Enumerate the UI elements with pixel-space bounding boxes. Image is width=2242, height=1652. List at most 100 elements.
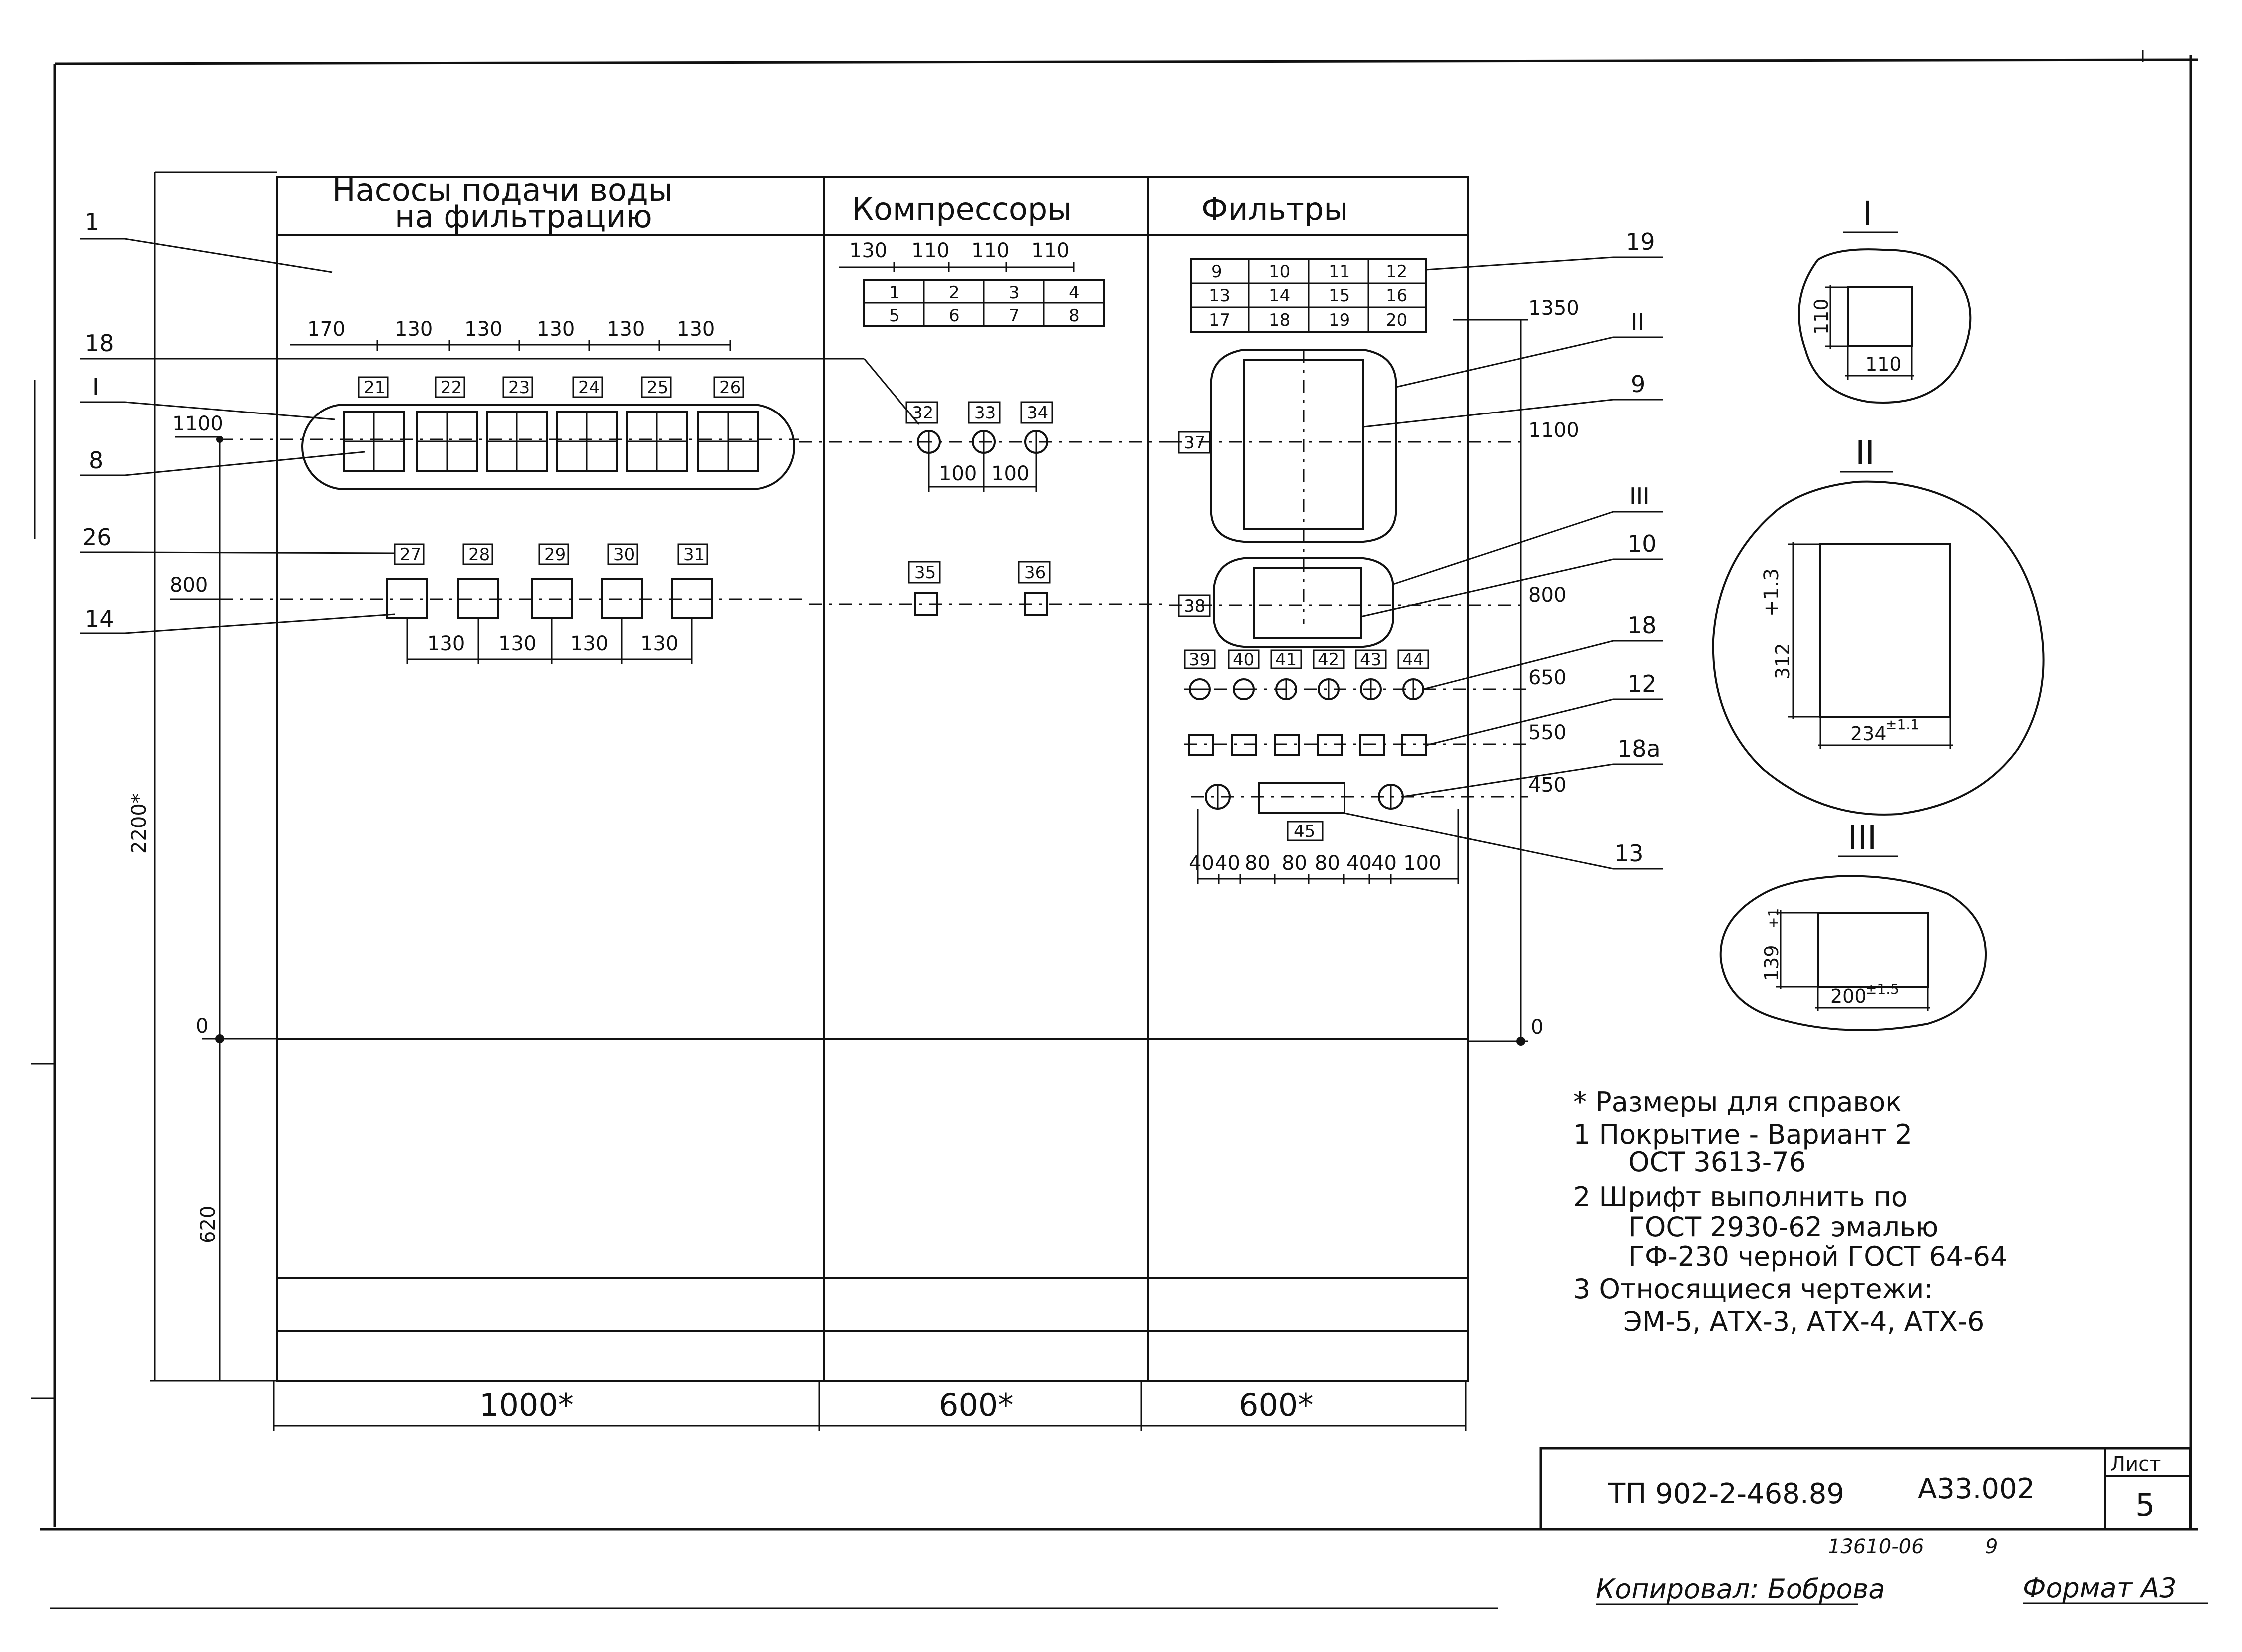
level-right-1100: 1100 bbox=[1528, 419, 1579, 442]
filters-cell: 11 bbox=[1329, 262, 1350, 282]
sheet-frame bbox=[31, 50, 2198, 1609]
pumps-top-dim: 130 bbox=[677, 318, 715, 341]
filter-lamp-39: 39 bbox=[1184, 649, 1216, 700]
filters-bottom-dim: 40 bbox=[1346, 852, 1372, 875]
pumps-bottom-dim: 130 bbox=[498, 632, 536, 655]
copied-by: Копировал: Боброва bbox=[1596, 1573, 1885, 1605]
compressors-title: Компрессоры bbox=[852, 191, 1072, 227]
detail-III-width-tol: ±1.5 bbox=[1865, 981, 1899, 997]
callout-18a: 18а bbox=[1617, 735, 1661, 762]
panel-outline bbox=[150, 171, 1469, 1382]
note-line: 3 Относящиеся чертежи: bbox=[1573, 1273, 1933, 1305]
detail-III-title: III bbox=[1848, 819, 1877, 857]
note-line: ЭМ-5, АТХ-3, АТХ-4, АТХ-6 bbox=[1623, 1306, 1984, 1337]
filter-lamp-44: 44 bbox=[1397, 649, 1429, 700]
sheet-number: 5 bbox=[2135, 1487, 2155, 1523]
filter-lamp-42: 42 bbox=[1313, 649, 1345, 700]
detail-I-height: 110 bbox=[1810, 298, 1832, 335]
pump-switch-31: 31 bbox=[671, 543, 713, 629]
svg-text:36: 36 bbox=[1024, 563, 1046, 583]
filters-cell: 9 bbox=[1211, 262, 1222, 282]
compressors-cell: 6 bbox=[949, 306, 960, 326]
level-right-1350: 1350 bbox=[1528, 297, 1579, 320]
pump-indicator-23: 23 bbox=[486, 376, 548, 472]
svg-text:29: 29 bbox=[544, 545, 566, 565]
filters-block: 9 10 11 12 13 14 15 16 17 18 19 20 37 bbox=[1169, 258, 1528, 884]
filters-bottom-dim: 40 bbox=[1371, 852, 1397, 875]
callout-III: III bbox=[1629, 483, 1650, 510]
width-pumps: 1000* bbox=[479, 1387, 574, 1423]
sheet-format: Формат А3 bbox=[2023, 1572, 2177, 1604]
compressors-top-dim: 130 bbox=[849, 239, 887, 262]
pumps-top-dim: 130 bbox=[607, 318, 645, 341]
pump-switch-30: 30 bbox=[601, 543, 643, 629]
level-right-650: 650 bbox=[1528, 666, 1566, 689]
compressor-switch-35: 35 bbox=[908, 561, 941, 616]
svg-text:40: 40 bbox=[1233, 650, 1254, 670]
svg-text:39: 39 bbox=[1189, 650, 1210, 670]
filters-bottom-dim: 40 bbox=[1189, 852, 1214, 875]
compressors-cell: 8 bbox=[1069, 306, 1080, 326]
filters-cell: 10 bbox=[1269, 262, 1290, 282]
left-level-marks: 1100 800 0 2200* 620 bbox=[128, 413, 223, 1243]
filters-cell: 12 bbox=[1386, 262, 1407, 282]
detail-II-height: 312 bbox=[1772, 643, 1794, 679]
sheet-label: Лист bbox=[2110, 1453, 2161, 1476]
filter-switch bbox=[1188, 734, 1214, 756]
detail-II-width-tol: ±1.1 bbox=[1885, 716, 1919, 733]
level-left-zero: 0 bbox=[196, 1015, 208, 1038]
svg-text:41: 41 bbox=[1275, 650, 1297, 670]
detail-I-width: 110 bbox=[1865, 353, 1902, 375]
detail-II-title: II bbox=[1855, 434, 1875, 472]
width-compressors: 600* bbox=[939, 1387, 1013, 1423]
pump-switch-28: 28 bbox=[457, 543, 499, 629]
level-left-1100: 1100 bbox=[172, 413, 223, 435]
compressor-gauge-32: 32 bbox=[905, 401, 941, 454]
doc-code: А33.002 bbox=[1918, 1473, 2035, 1505]
compressors-top-dim: 110 bbox=[1031, 239, 1069, 262]
svg-text:34: 34 bbox=[1027, 403, 1048, 423]
filter-switch bbox=[1317, 734, 1343, 756]
compressor-gauge-33: 33 bbox=[968, 401, 1001, 454]
filter-lamp-40: 40 bbox=[1228, 649, 1260, 700]
svg-text:22: 22 bbox=[441, 378, 462, 398]
filter-lamp-43: 43 bbox=[1355, 649, 1387, 700]
compressors-cell: 7 bbox=[1009, 306, 1020, 326]
detail-II: II 312 +1.3 234 ±1.1 bbox=[1712, 434, 2045, 816]
callout-9: 9 bbox=[1631, 371, 1645, 398]
pumps-title-line2: на фильтрацию bbox=[395, 198, 652, 235]
pump-indicator-21: 21 bbox=[343, 376, 405, 472]
svg-text:35: 35 bbox=[914, 563, 936, 583]
compressors-cell: 5 bbox=[889, 306, 900, 326]
callout-19: 19 bbox=[1626, 228, 1655, 255]
filter-switch bbox=[1401, 734, 1427, 756]
svg-text:28: 28 bbox=[468, 545, 490, 565]
bottom-widths: 1000* 600* 600* bbox=[273, 1381, 1467, 1431]
note-line: ГОСТ 2930-62 эмалью bbox=[1628, 1211, 1938, 1242]
archive-num-suffix: 9 bbox=[1985, 1535, 1998, 1558]
filters-cell: 17 bbox=[1209, 310, 1230, 330]
callout-8: 8 bbox=[89, 447, 103, 474]
left-callouts: 1 18 I 8 26 14 bbox=[80, 208, 920, 634]
pump-indicator-24: 24 bbox=[556, 376, 618, 472]
pump-indicator-25: 25 bbox=[626, 376, 688, 472]
pumps-top-dim: 130 bbox=[537, 318, 575, 341]
detail-I-title: I bbox=[1863, 194, 1872, 233]
filters-cell: 20 bbox=[1386, 310, 1407, 330]
callout-10: 10 bbox=[1627, 530, 1657, 557]
compressors-cell: 2 bbox=[949, 283, 960, 303]
filter-label-38: 38 bbox=[1184, 596, 1205, 616]
filter-secondary-indicator: 38 bbox=[1169, 557, 1528, 648]
callout-13: 13 bbox=[1614, 840, 1644, 867]
compressors-cell: 1 bbox=[889, 283, 900, 303]
callout-18-right: 18 bbox=[1627, 612, 1657, 639]
filter-switch bbox=[1231, 734, 1257, 756]
filters-bottom-dim: 80 bbox=[1282, 852, 1307, 875]
callout-1: 1 bbox=[85, 208, 99, 235]
pumps-top-dims: 170 130 130 130 130 130 bbox=[290, 318, 731, 351]
pumps-bottom-dim: 130 bbox=[640, 632, 678, 655]
svg-text:26: 26 bbox=[719, 378, 741, 398]
note-line: ГФ-230 черной ГОСТ 64-64 bbox=[1628, 1241, 2007, 1272]
compressors-block: 130 110 110 110 1 2 3 4 5 6 7 8 32 33 bbox=[799, 239, 1169, 616]
